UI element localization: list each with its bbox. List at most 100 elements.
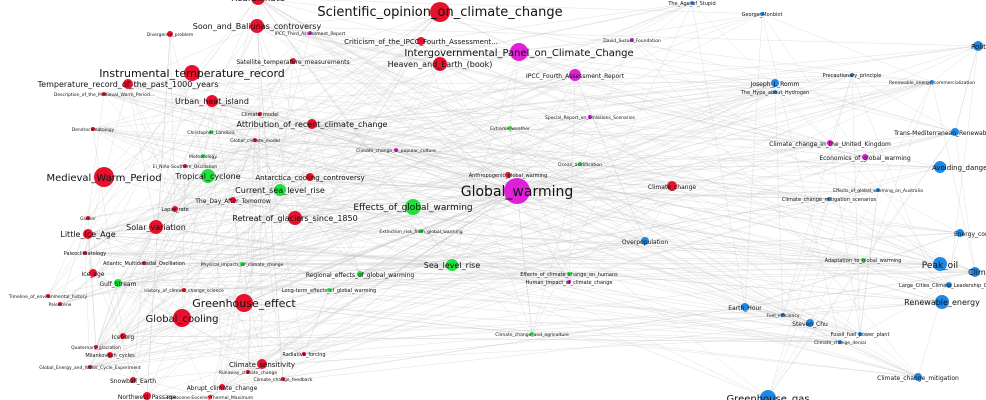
graph-node[interactable]: Global_climate_model [230,138,280,144]
graph-node[interactable]: Greenhouse_effect [192,294,296,312]
node-circle[interactable] [417,37,425,45]
graph-node[interactable]: Timeline_of_environmental_history [8,294,88,300]
node-circle[interactable] [253,138,257,142]
node-circle[interactable] [230,197,236,203]
node-circle[interactable] [508,126,512,130]
node-circle[interactable] [405,199,421,215]
graph-node[interactable]: Ocean_acidification [558,162,602,168]
node-circle[interactable] [130,377,136,383]
graph-node[interactable]: Special_Report_on_Emissions_Scenarios [545,115,636,121]
node-circle[interactable] [167,31,173,37]
node-circle[interactable] [143,392,151,400]
graph-node[interactable]: Divergence_problem [147,31,194,38]
node-circle[interactable] [934,161,946,173]
node-circle[interactable] [250,19,264,33]
node-circle[interactable] [951,128,959,136]
node-circle[interactable] [760,390,776,400]
node-circle[interactable] [201,154,205,158]
node-circle[interactable] [308,31,312,35]
node-circle[interactable] [307,119,317,129]
node-circle[interactable] [83,229,93,239]
graph-node[interactable]: Large_Cities_Climate_Leadership_Group [899,282,986,289]
node-circle[interactable] [588,115,592,119]
graph-node[interactable]: Antarctica_cooling_controversy [255,173,365,182]
node-circle[interactable] [142,261,146,265]
node-circle[interactable] [120,333,126,339]
graph-node[interactable]: Instrumental_temperature_record [99,65,285,81]
graph-node[interactable]: Steven_Chu [792,319,828,328]
graph-node[interactable]: Extinction_risk_from_global_warming [379,229,463,235]
graph-node[interactable]: Climate_change_mitigation_scenarios [782,197,877,203]
graph-node[interactable]: Medieval_Warm_Period [46,167,162,187]
node-circle[interactable] [933,257,947,271]
graph-node[interactable]: IPCC_Fourth_Assessment_Report [526,69,625,81]
node-circle[interactable] [89,269,97,277]
node-circle[interactable] [235,294,253,312]
graph-node[interactable]: Overpopulation [622,237,669,246]
graph-node[interactable]: Gulf_Stream [100,279,137,288]
node-circle[interactable] [206,95,218,107]
node-circle[interactable] [173,309,191,327]
graph-node[interactable]: Precautionary_principle [823,73,882,79]
graph-node[interactable]: Atlantic_Multidecadal_Oscillation [103,261,185,267]
node-circle[interactable] [690,1,694,5]
graph-node[interactable]: Extreme_weather [490,126,530,132]
node-circle[interactable] [760,12,764,16]
node-circle[interactable] [641,237,649,245]
node-circle[interactable] [505,172,511,178]
graph-node[interactable]: Abrupt_climate_change [187,384,258,392]
graph-node[interactable]: El_Niño-Southern_Oscillation [153,164,218,170]
graph-node[interactable]: Trans-Mediterranean_Renewable_Energy [893,128,986,137]
node-circle[interactable] [149,220,163,234]
node-circle[interactable] [83,251,87,255]
node-circle[interactable] [433,57,447,71]
graph-node[interactable]: Intergovernmental_Panel_on_Climate_Chang… [404,43,634,61]
node-circle[interactable] [567,280,571,284]
node-circle[interactable] [861,258,865,262]
node-circle[interactable] [914,373,922,381]
graph-node[interactable]: Climate_change_in_the_United_Kingdom [769,140,891,148]
graph-node[interactable]: Energy_conservation [954,229,986,238]
node-circle[interactable] [219,384,225,390]
node-circle[interactable] [970,267,980,277]
graph-node[interactable]: Renewable_energy [904,295,980,309]
graph-node[interactable]: Soon_and_Baliunas_controversy [193,19,322,33]
graph-node[interactable]: Satellite_temperature_measurements [236,58,350,66]
node-circle[interactable] [567,272,571,276]
graph-node[interactable]: Effects_of_global_warming_on_Australia [833,188,923,194]
graph-node[interactable]: Earth_Hour [728,303,762,312]
graph-node[interactable]: Effects_of_climate_change_on_humans [520,272,618,278]
node-circle[interactable] [394,148,398,152]
node-circle[interactable] [946,282,952,288]
node-circle[interactable] [530,332,534,336]
graph-node[interactable]: Climate_change [648,181,696,191]
graph-node[interactable]: Paleocene-Eocene_Thermal_Maximum [167,395,253,400]
node-circle[interactable] [930,80,934,84]
graph-node[interactable]: IPCC_Third_Assessment_Report [275,31,346,37]
graph-node[interactable]: History_of_climate_change_science [144,288,224,294]
graph-node[interactable]: Lapse_rate [161,206,189,213]
graph-node[interactable]: George_Monbiot [742,12,783,18]
graph-node[interactable]: Paleocene [49,302,72,308]
graph-node[interactable]: Long-term_effects_of_global_warming [282,288,376,294]
node-circle[interactable] [183,164,187,168]
node-circle[interactable] [246,370,250,374]
node-circle[interactable] [290,58,296,64]
graph-node[interactable]: Quaternary_glaciation [71,345,121,351]
graph-node[interactable]: Iceberg [112,333,135,341]
node-circle[interactable] [510,43,528,61]
graph-node[interactable]: Northwest_Passage [118,392,177,400]
graph-node[interactable]: Climate_change_feedback [253,377,313,383]
node-circle[interactable] [781,313,785,317]
graph-node[interactable]: Joseph_J._Romm [750,79,800,88]
node-circle[interactable] [257,359,267,369]
node-circle[interactable] [172,206,178,212]
node-circle[interactable] [850,73,854,77]
graph-node[interactable]: Climate_sensitivity [229,359,295,369]
node-circle[interactable] [327,288,331,292]
graph-node[interactable]: Physical_impacts_of_climate_change [201,262,284,268]
node-circle[interactable] [182,288,186,292]
node-circle[interactable] [209,130,213,134]
node-circle[interactable] [302,352,306,356]
node-circle[interactable] [258,112,262,116]
